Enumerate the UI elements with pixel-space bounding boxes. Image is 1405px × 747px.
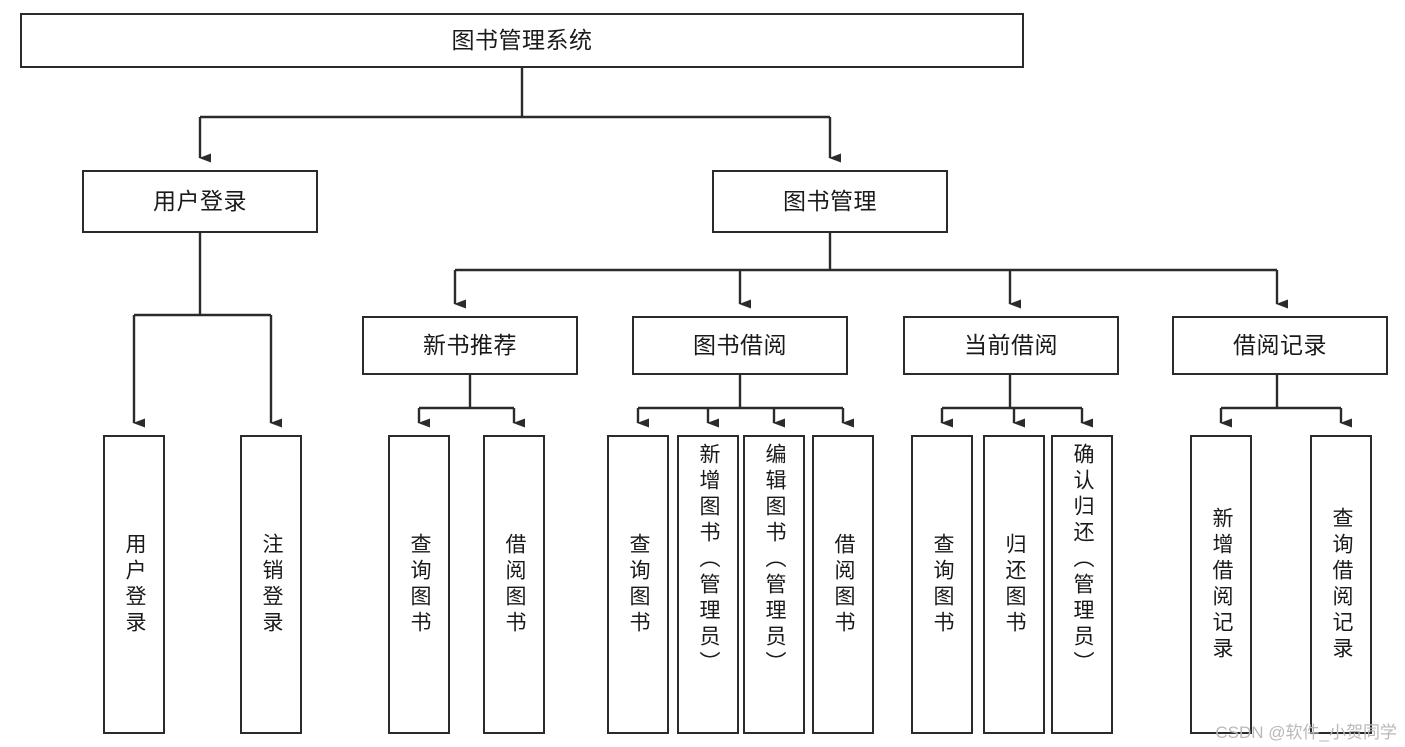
edges-borrowrecord-to-leaves — [1219, 375, 1352, 428]
edges-newbookrec-to-leaves — [417, 375, 525, 428]
node-current-borrow[interactable]: 当前借阅 — [903, 316, 1119, 375]
node-borrow-record[interactable]: 借阅记录 — [1172, 316, 1388, 375]
edges-root-to-level2 — [198, 68, 841, 163]
edges-currentborrow-to-leaves — [940, 375, 1093, 428]
node-leaf-confirm-return-label: 确认归还（管理员） — [1071, 443, 1095, 677]
node-leaf-confirm-return[interactable]: 确认归还（管理员） — [1051, 435, 1113, 734]
node-leaf-borrow-book-1[interactable]: 借阅图书 — [483, 435, 545, 734]
node-leaf-return-book[interactable]: 归还图书 — [983, 435, 1045, 734]
node-leaf-query-book-1[interactable]: 查询图书 — [388, 435, 450, 734]
node-leaf-query-record[interactable]: 查询借阅记录 — [1310, 435, 1372, 734]
node-leaf-borrow-book-1-label: 借阅图书 — [503, 532, 527, 637]
node-leaf-user-login-label: 用户登录 — [123, 532, 147, 637]
edges-bookmanage-to-level3 — [453, 233, 1288, 309]
node-current-borrow-label: 当前借阅 — [964, 331, 1058, 358]
node-new-book-rec-label: 新书推荐 — [423, 331, 517, 358]
node-leaf-add-book-label: 新增图书（管理员） — [697, 443, 721, 677]
node-borrow-record-label: 借阅记录 — [1233, 331, 1327, 358]
node-book-borrow[interactable]: 图书借阅 — [632, 316, 848, 375]
node-leaf-edit-book[interactable]: 编辑图书（管理员） — [743, 435, 805, 734]
node-root[interactable]: 图书管理系统 — [20, 13, 1024, 68]
edges-userlogin-to-leaves — [132, 233, 282, 428]
node-leaf-add-record[interactable]: 新增借阅记录 — [1190, 435, 1252, 734]
node-leaf-borrow-book-2-label: 借阅图书 — [832, 532, 856, 637]
node-leaf-query-book-2-label: 查询图书 — [627, 532, 651, 637]
node-leaf-query-book-3-label: 查询图书 — [931, 532, 955, 637]
watermark-text: CSDN @软件_小贺同学 — [1215, 723, 1397, 742]
node-leaf-add-record-label: 新增借阅记录 — [1210, 506, 1234, 663]
node-leaf-borrow-book-2[interactable]: 借阅图书 — [812, 435, 874, 734]
node-leaf-add-book[interactable]: 新增图书（管理员） — [677, 435, 739, 734]
edges-bookborrow-to-leaves — [636, 375, 854, 428]
node-book-manage[interactable]: 图书管理 — [712, 170, 948, 233]
node-leaf-user-logout[interactable]: 注销登录 — [240, 435, 302, 734]
node-leaf-query-book-3[interactable]: 查询图书 — [911, 435, 973, 734]
node-leaf-query-book-2[interactable]: 查询图书 — [607, 435, 669, 734]
node-leaf-edit-book-label: 编辑图书（管理员） — [763, 443, 787, 677]
node-leaf-query-book-1-label: 查询图书 — [408, 532, 432, 637]
node-book-manage-label: 图书管理 — [783, 187, 877, 214]
node-user-login-label: 用户登录 — [153, 187, 247, 214]
node-new-book-rec[interactable]: 新书推荐 — [362, 316, 578, 375]
node-user-login[interactable]: 用户登录 — [82, 170, 318, 233]
node-root-label: 图书管理系统 — [451, 26, 593, 53]
node-leaf-user-logout-label: 注销登录 — [260, 532, 284, 637]
node-leaf-user-login[interactable]: 用户登录 — [103, 435, 165, 734]
node-leaf-query-record-label: 查询借阅记录 — [1330, 506, 1354, 663]
node-leaf-return-book-label: 归还图书 — [1003, 532, 1027, 637]
node-book-borrow-label: 图书借阅 — [693, 331, 787, 358]
